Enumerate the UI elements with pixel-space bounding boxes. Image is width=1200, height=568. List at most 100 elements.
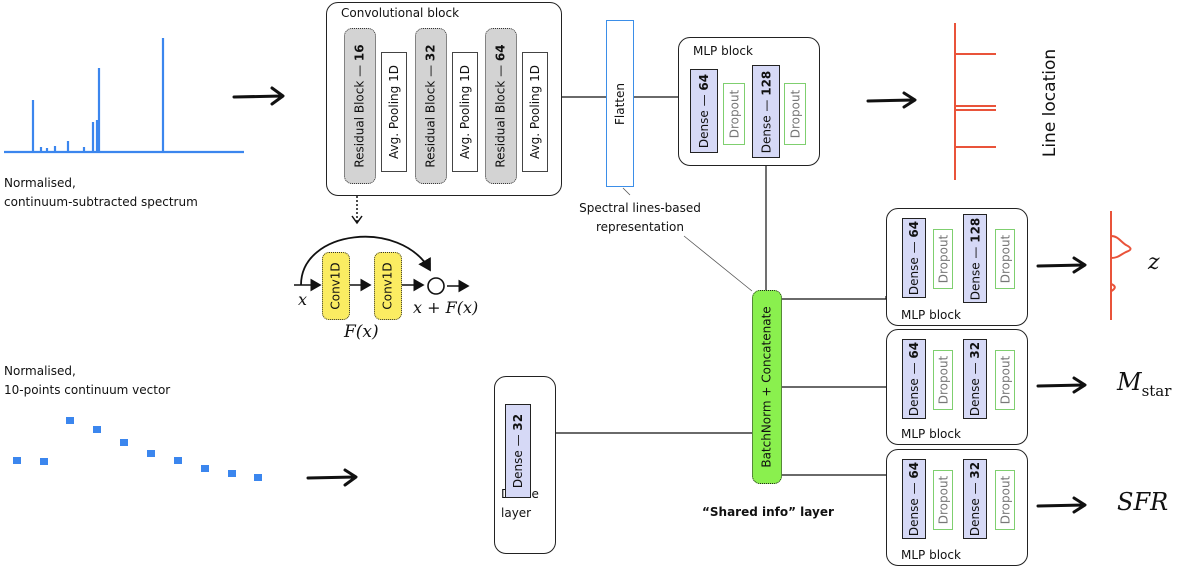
- continuum-caption-line1: Normalised,: [4, 364, 76, 378]
- mlp-block-title: MLP block: [693, 44, 753, 58]
- shared-info-caption: “Shared info” layer: [702, 505, 834, 519]
- conv1d-label: Conv1D: [381, 262, 395, 310]
- output-redshift-z: z: [1148, 250, 1160, 275]
- layer-name: Dense —: [697, 90, 712, 149]
- layer-units: 64: [907, 341, 922, 359]
- residual-block-32: Residual Block — 32: [415, 28, 447, 184]
- dropout-head1-1: Dropout: [933, 229, 953, 289]
- dropout-label: Dropout: [998, 234, 1012, 284]
- layer-name: Avg. Pooling 1D: [387, 65, 401, 159]
- function-fx-label: F(x): [344, 322, 379, 342]
- dropout-label: Dropout: [936, 355, 950, 405]
- dense-32-continuum: Dense — 32: [505, 404, 531, 498]
- output-sum-label: x + F(x): [413, 298, 479, 317]
- continuum-caption: Normalised, 10-points continuum vector: [4, 362, 170, 400]
- conv1d-2: Conv1D: [374, 252, 402, 320]
- shared-annotation-leader: [683, 235, 753, 292]
- flatten-label: Flatten: [613, 82, 627, 125]
- layer-units: 64: [494, 44, 508, 62]
- flatten-layer: Flatten: [606, 20, 634, 187]
- mstar-subscript: star: [1141, 381, 1172, 400]
- dropout-head1-2: Dropout: [995, 229, 1015, 289]
- line-location-plot: [954, 23, 996, 180]
- layer-name: Residual Block —: [494, 61, 508, 168]
- batchnorm-concatenate-layer: BatchNorm + Concatenate: [752, 290, 782, 484]
- dropout-label: Dropout: [936, 475, 950, 525]
- avg-pooling-3: Avg. Pooling 1D: [522, 52, 548, 172]
- dropout-label: Dropout: [727, 89, 741, 139]
- arrow-continuum-to-dense: [306, 468, 358, 487]
- mlp-block-title: MLP block: [901, 548, 961, 562]
- arrow-head1-to-z: [1036, 256, 1087, 274]
- spectrum-caption-line2: continuum-subtracted spectrum: [4, 195, 198, 209]
- layer-name: Avg. Pooling 1D: [458, 65, 472, 159]
- mlp-block-title: MLP block: [901, 308, 961, 322]
- output-stellar-mass: Mstar: [1117, 368, 1171, 400]
- avg-pooling-1: Avg. Pooling 1D: [381, 52, 407, 172]
- dropout-head2-1: Dropout: [933, 350, 953, 410]
- flatten-annotation-line2: representation: [595, 220, 684, 234]
- layer-units: 128: [759, 70, 773, 96]
- layer-name: Dense —: [968, 478, 983, 537]
- layer-units: 32: [968, 341, 983, 359]
- residual-block-16: Residual Block — 16: [344, 28, 376, 184]
- avg-pooling-2: Avg. Pooling 1D: [452, 52, 478, 172]
- line-location-label: Line location: [1036, 48, 1064, 158]
- spectrum-caption-line1: Normalised,: [4, 176, 76, 190]
- layer-units: 64: [907, 220, 922, 238]
- dense-64-head1: Dense — 64: [902, 218, 926, 298]
- layer-units: 32: [424, 44, 438, 62]
- mlp-block-title: MLP block: [901, 427, 961, 441]
- dense-32-head2: Dense — 32: [963, 339, 987, 419]
- redshift-pdf-plot: [1110, 211, 1132, 320]
- dropout-label: Dropout: [998, 475, 1012, 525]
- input-x-label: x: [298, 290, 308, 309]
- dropout-head3-2: Dropout: [995, 470, 1015, 530]
- flatten-annotation: Spectral lines-based representation: [570, 199, 710, 237]
- layer-units: 64: [697, 73, 712, 91]
- dropout-label: Dropout: [788, 89, 802, 139]
- dense-128-head1: Dense — 128: [963, 214, 987, 303]
- dense-layer-title-line2: layer: [501, 506, 532, 520]
- output-sfr: SFR: [1117, 488, 1169, 516]
- layer-name: Dense —: [907, 237, 922, 296]
- residual-block-64: Residual Block — 64: [485, 28, 517, 184]
- dense-64-head3: Dense — 64: [902, 459, 926, 539]
- flatten-annotation-line1: Spectral lines-based: [579, 201, 701, 215]
- dropout-label: Dropout: [936, 234, 950, 284]
- arrow-mlp-to-line-location: [866, 91, 917, 109]
- dense-128-top: Dense — 128: [752, 65, 780, 158]
- layer-name: Dense —: [759, 95, 773, 153]
- conv-block-title: Convolutional block: [341, 6, 460, 20]
- layer-units: 32: [511, 413, 526, 431]
- shared-to-head1-line: [782, 296, 887, 300]
- layer-name: Dense —: [511, 430, 526, 489]
- mstar-symbol: M: [1117, 368, 1142, 396]
- arrow-head2-to-mstar: [1036, 376, 1087, 394]
- layer-units: 16: [353, 44, 367, 62]
- dropout-head3-1: Dropout: [933, 470, 953, 530]
- residual-detail-diagram: [294, 196, 470, 295]
- layer-name: Avg. Pooling 1D: [528, 65, 542, 159]
- layer-name: Dense —: [907, 358, 922, 417]
- layer-units: 32: [968, 461, 983, 479]
- arrow-head3-to-sfr: [1036, 496, 1087, 514]
- dropout-label: Dropout: [998, 355, 1012, 405]
- layer-name: Dense —: [968, 358, 983, 417]
- layer-units: 128: [968, 217, 982, 243]
- conv1d-1: Conv1D: [322, 252, 350, 320]
- dropout-top-2: Dropout: [784, 83, 806, 145]
- layer-name: Residual Block —: [353, 61, 367, 168]
- arrow-spectrum-to-conv: [232, 86, 285, 106]
- layer-name: Dense —: [968, 242, 982, 300]
- layer-name: Dense —: [907, 478, 922, 537]
- continuum-points: [13, 417, 262, 481]
- dropout-head2-2: Dropout: [995, 350, 1015, 410]
- conv1d-label: Conv1D: [329, 262, 343, 310]
- dense-64-head2: Dense — 64: [902, 339, 926, 419]
- continuum-caption-line2: 10-points continuum vector: [4, 383, 171, 397]
- spectrum-plot: [4, 38, 244, 154]
- shared-layer-label: BatchNorm + Concatenate: [760, 306, 775, 468]
- line-location-text: Line location: [1040, 48, 1061, 158]
- dense-64-top: Dense — 64: [690, 69, 718, 153]
